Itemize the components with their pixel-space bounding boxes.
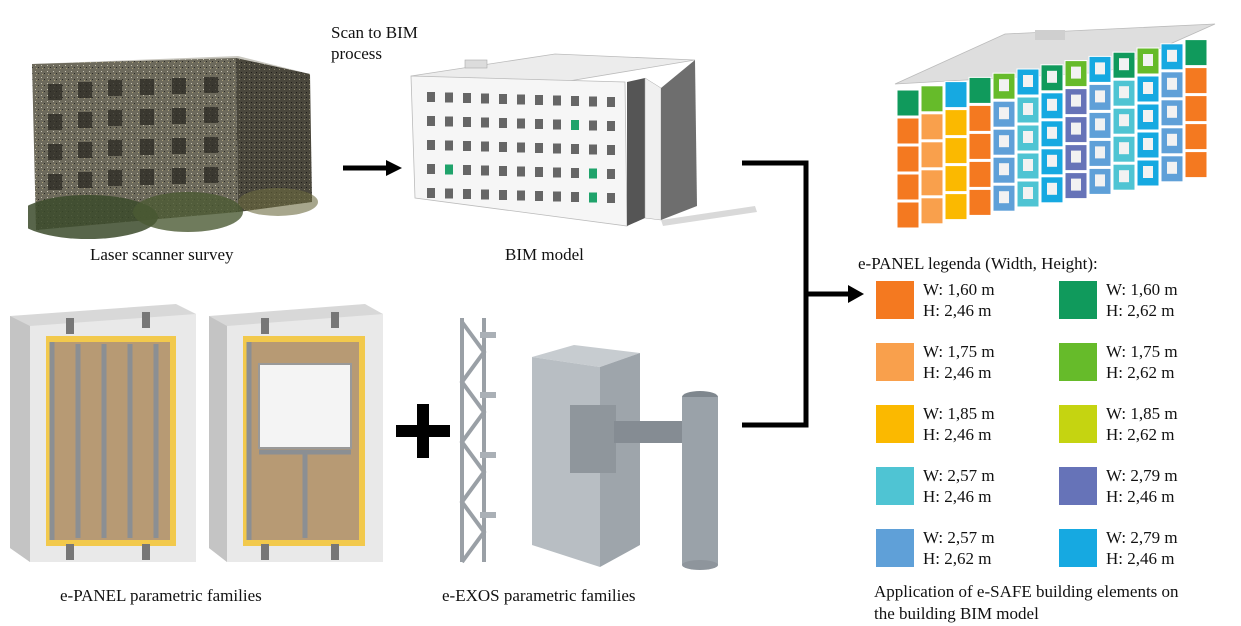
legend-item: W: 1,60 m H: 2,46 m bbox=[876, 277, 1066, 323]
legend-swatch bbox=[876, 529, 914, 567]
laser-scanner-survey-caption: Laser scanner survey bbox=[90, 245, 234, 264]
legend-width: W: 1,75 m bbox=[1106, 342, 1178, 361]
legend-swatch bbox=[876, 467, 914, 505]
legend-height: H: 2,62 m bbox=[1106, 301, 1175, 320]
plus-icon bbox=[396, 404, 450, 458]
legend-width: W: 1,75 m bbox=[923, 342, 995, 361]
legend-width: W: 2,57 m bbox=[923, 466, 995, 485]
legend-height: H: 2,46 m bbox=[923, 301, 992, 320]
scan-to-bim-label: Scan to BIM process bbox=[331, 23, 418, 63]
legend-width: W: 1,85 m bbox=[1106, 404, 1178, 423]
legend-height: H: 2,46 m bbox=[923, 363, 992, 382]
legend-swatch bbox=[1059, 467, 1097, 505]
legend-item: W: 1,85 m H: 2,46 m bbox=[876, 401, 1066, 447]
legend-swatch bbox=[876, 281, 914, 319]
legend-item: W: 1,75 m H: 2,46 m bbox=[876, 339, 1066, 385]
application-caption-line2: the building BIM model bbox=[874, 604, 1039, 623]
legend-item: W: 1,85 m H: 2,62 m bbox=[1059, 401, 1241, 447]
bim-model-building-image bbox=[410, 53, 757, 227]
e-panel-families-caption: e-PANEL parametric families bbox=[60, 586, 262, 605]
laser-scan-point-cloud-image bbox=[28, 56, 318, 239]
legend-swatch bbox=[1059, 343, 1097, 381]
legend-item: W: 2,79 m H: 2,46 m bbox=[1059, 525, 1241, 571]
legend-swatch bbox=[1059, 405, 1097, 443]
legend: W: 1,60 m H: 2,46 m W: 1,60 m H: 2,62 m … bbox=[876, 277, 1236, 577]
legend-height: H: 2,46 m bbox=[1106, 487, 1175, 506]
legend-item: W: 1,75 m H: 2,62 m bbox=[1059, 339, 1241, 385]
arrow-scan-to-bim bbox=[343, 160, 402, 176]
legend-width: W: 1,60 m bbox=[923, 280, 995, 299]
legend-swatch bbox=[1059, 281, 1097, 319]
arrowhead-legend bbox=[848, 285, 864, 303]
legend-width: W: 2,57 m bbox=[923, 528, 995, 547]
legend-width: W: 1,85 m bbox=[923, 404, 995, 423]
legend-item: W: 2,57 m H: 2,46 m bbox=[876, 463, 1066, 509]
e-exos-connection-image bbox=[532, 345, 718, 570]
legend-item: W: 2,79 m H: 2,46 m bbox=[1059, 463, 1241, 509]
legend-swatch bbox=[1059, 529, 1097, 567]
legend-height: H: 2,46 m bbox=[923, 487, 992, 506]
legend-item: W: 1,60 m H: 2,62 m bbox=[1059, 277, 1241, 323]
legend-swatch bbox=[876, 343, 914, 381]
e-exos-families-caption: e-EXOS parametric families bbox=[442, 586, 636, 605]
legend-height: H: 2,46 m bbox=[1106, 549, 1175, 568]
legend-height: H: 2,62 m bbox=[1106, 363, 1175, 382]
e-exos-truss-image bbox=[459, 318, 496, 564]
legend-width: W: 2,79 m bbox=[1106, 528, 1178, 547]
e-panel-family-panel-2 bbox=[209, 304, 383, 562]
legend-width: W: 1,60 m bbox=[1106, 280, 1178, 299]
legend-width: W: 2,79 m bbox=[1106, 466, 1178, 485]
bim-model-caption: BIM model bbox=[505, 245, 584, 264]
legend-swatch bbox=[876, 405, 914, 443]
panelized-bim-model-image bbox=[894, 23, 1216, 229]
legend-height: H: 2,62 m bbox=[923, 549, 992, 568]
connector-to-legend bbox=[742, 160, 852, 428]
legend-height: H: 2,46 m bbox=[923, 425, 992, 444]
legend-item: W: 2,57 m H: 2,62 m bbox=[876, 525, 1066, 571]
legend-title: e-PANEL legenda (Width, Height): bbox=[858, 254, 1098, 273]
e-panel-family-panel-1 bbox=[10, 304, 196, 562]
application-caption-line1: Application of e-SAFE building elements … bbox=[874, 582, 1179, 601]
legend-height: H: 2,62 m bbox=[1106, 425, 1175, 444]
